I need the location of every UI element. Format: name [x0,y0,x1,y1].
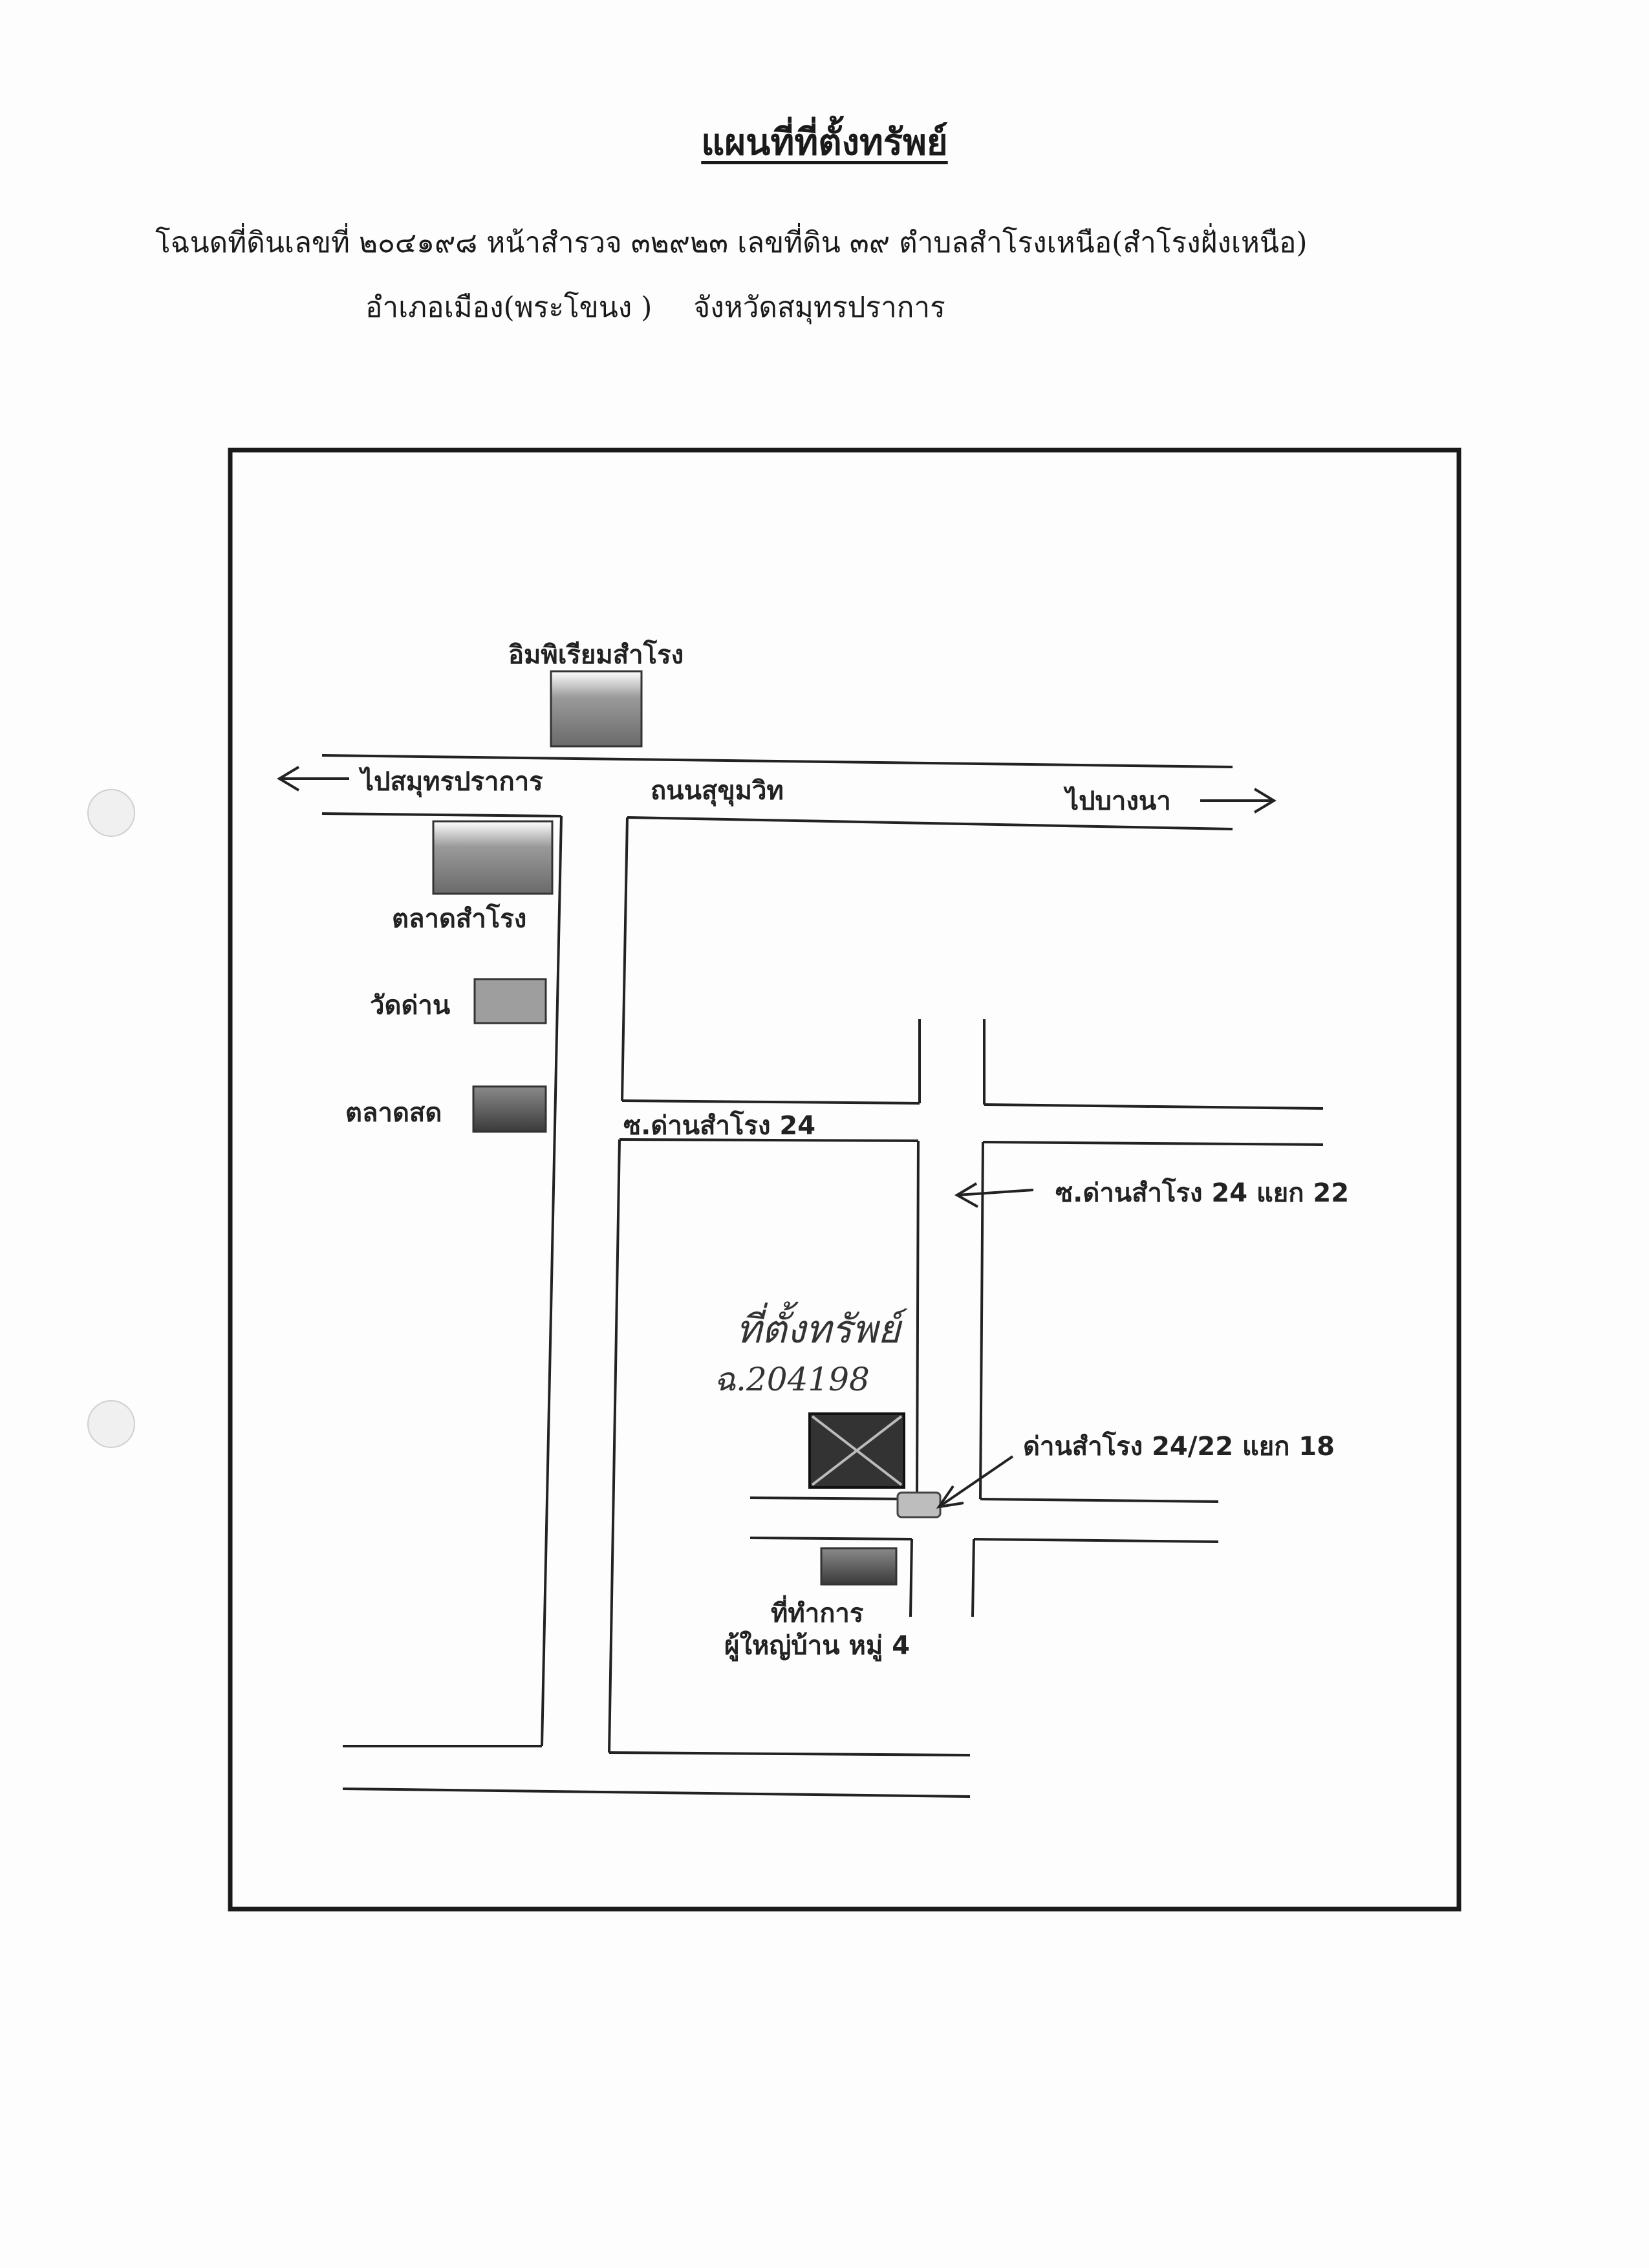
bottom-road [342,1745,971,1798]
wat-dan-building [473,978,547,1024]
main-left-soi [541,815,629,1747]
property-deed-handwritten: ฉ.204198 [714,1361,870,1398]
soi-24-22-yaek-18-road [749,1496,1219,1617]
to-samut-prakan-label: ไปสมุทรปราการ [361,767,543,797]
sukhumvit-road [321,754,1233,830]
headman-office-label-line-2: ผู้ใหญ่บ้าน หมู่ 4 [724,1631,911,1661]
map-border [228,448,1461,1912]
fresh-market-label: ตลาดสด [345,1098,442,1128]
page-title: แผนที่ที่ตั้งทรัพย์ [701,121,948,164]
location-map: อิมพิเรียมสำโรง ไปสมุทรปราการ ถนนสุขุมวิ… [226,446,1464,1914]
punch-hole-lower [87,1400,135,1448]
property-plot-marker [808,1412,905,1489]
soi-24-yaek-22-label: ซ.ด่านสำโรง 24 แยก 22 [1055,1178,1350,1208]
direction-arrows [277,766,1277,814]
district-text: อำเภอเมือง(พระโขนง ) [365,291,652,324]
soi-24-22-yaek-18-label: ด่านสำโรง 24/22 แยก 18 [1023,1432,1335,1462]
sukhumvit-label: ถนนสุขุมวิท [651,776,784,806]
punch-hole-upper [87,789,135,837]
pointer-arrows [936,1182,1034,1509]
map-drawing [228,448,1461,1912]
province-text: จังหวัดสมุทรปราการ [693,291,945,324]
market-samrong-label: ตลาดสำโรง [392,904,527,934]
property-location-handwritten: ที่ตั้งทรัพย์ [736,1307,901,1352]
deed-info-line-2: อำเภอเมือง(พระโขนง ) จังหวัดสมุทรปราการ [365,285,978,330]
soi-24-yaek-22-road [608,1139,984,1753]
wat-dan-label: วัดด่าน [370,991,451,1021]
imperial-label: อิมพิเรียมสำโรง [508,640,684,670]
to-bang-na-label: ไปบางนา [1066,786,1171,816]
entrance-marker [896,1491,942,1518]
market-samrong-building [432,820,554,895]
soi-24-road [619,1019,1324,1146]
headman-office-building [820,1547,898,1586]
headman-office-label-line-1: ที่ทำการ [771,1599,864,1628]
fresh-market-building [472,1085,547,1133]
imperial-building [550,670,643,748]
soi-24-label: ซ.ด่านสำโรง 24 [623,1111,816,1141]
deed-info-line-1: โฉนดที่ดินเลขที่ ๒๐๔๑๙๘ หน้าสำรวจ ๓๒๙๒๓ … [155,226,1308,259]
